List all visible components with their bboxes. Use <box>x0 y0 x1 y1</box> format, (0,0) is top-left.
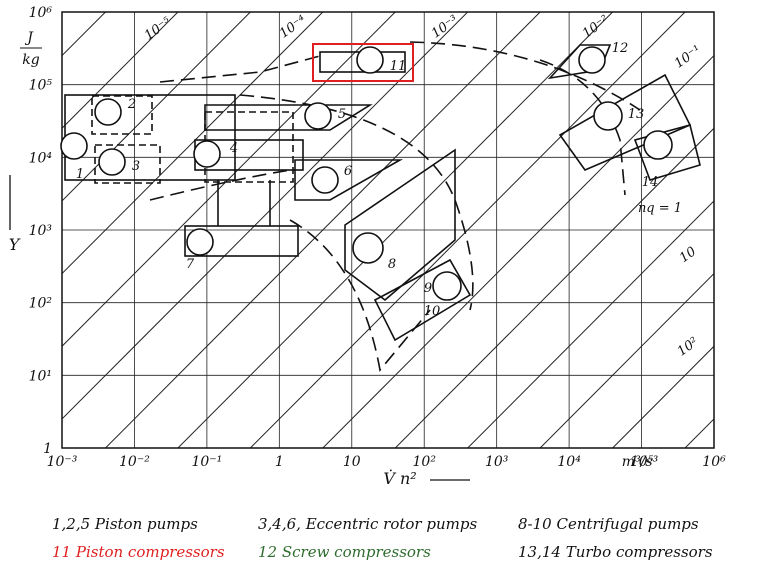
region-14 <box>633 124 701 181</box>
region-number-14: 14 <box>642 175 659 190</box>
region-number-8: 8 <box>388 257 396 272</box>
envelope-lower <box>289 219 431 372</box>
x-tick-7: 10⁴ <box>557 454 581 470</box>
symbol-8 <box>352 232 384 264</box>
x-tick-2: 10⁻¹ <box>191 454 222 470</box>
x-tick-5: 10² <box>413 454 437 470</box>
symbol-4 <box>193 140 221 168</box>
x-axis-label: V̇ n² <box>383 469 416 488</box>
x-tick-4: 10 <box>343 454 361 470</box>
y-tick-4: 10⁴ <box>29 150 53 166</box>
y-unit-num: J <box>24 30 34 46</box>
legend-centrifugal-pumps: 8-10 Centrifugal pumps <box>518 515 699 533</box>
region-number-7: 7 <box>186 257 195 272</box>
symbol-13 <box>593 101 623 131</box>
legend: 1,2,5 Piston pumps 3,4,6, Eccentric roto… <box>0 515 769 565</box>
envelope-centrifugal <box>239 94 474 311</box>
legend-eccentric-pumps: 3,4,6, Eccentric rotor pumps <box>258 515 478 533</box>
region-number-2: 2 <box>127 97 136 112</box>
legend-piston-pumps: 1,2,5 Piston pumps <box>52 515 198 533</box>
symbol-3 <box>98 148 126 176</box>
region-number-1: 1 <box>76 167 84 182</box>
envelope-upper <box>159 41 641 111</box>
diag-label-4: 10⁻¹ <box>672 43 704 72</box>
diag-line-9 <box>62 12 469 420</box>
machine-symbols <box>60 46 673 301</box>
x-tick-6: 10³ <box>485 454 509 470</box>
region-number-10: 10 <box>424 304 441 319</box>
x-tick-8: 10⁵ <box>630 454 654 470</box>
diag-line-17 <box>611 345 714 448</box>
region-number-11: 11 <box>390 59 407 74</box>
diag-line-12 <box>249 12 686 448</box>
envelope-turbo <box>539 59 626 196</box>
y-tick-1: 10¹ <box>29 368 52 384</box>
symbol-1 <box>60 132 88 160</box>
y-tick-5: 10⁵ <box>29 78 53 94</box>
y-tick-3: 10³ <box>29 223 53 239</box>
diag-line-16 <box>539 272 714 448</box>
symbol-7 <box>186 228 214 256</box>
symbol-2 <box>94 98 122 126</box>
grid <box>62 12 714 448</box>
y-tick-2: 10² <box>29 296 53 312</box>
region-number-13: 13 <box>628 107 645 122</box>
envelope-left <box>149 169 291 201</box>
specific-speed-lines <box>62 12 769 492</box>
legend-screw-compressors: 12 Screw compressors <box>258 543 431 561</box>
y-tick-6: 10⁶ <box>29 5 53 21</box>
x-unit: m³/s³ <box>622 454 659 470</box>
legend-turbo-compressors: 13,14 Turbo compressors <box>518 543 713 561</box>
region-12 <box>547 44 612 80</box>
region-6 <box>294 159 404 201</box>
plot-frame <box>61 11 715 449</box>
diag-label-5: nq = 1 <box>638 201 682 216</box>
diag-label-2: 10⁻³ <box>429 13 461 42</box>
y-axis-label: Y <box>9 235 21 254</box>
diag-line-6 <box>62 12 251 202</box>
region-2 <box>91 95 153 135</box>
pump-compressor-diagram: 1 10¹ 10² 10³ 10⁴ 10⁵ 10⁶ 10⁻³ 10⁻² 10⁻¹ 1 10 10² 10³… <box>9 5 769 492</box>
y-unit-den: kg <box>22 52 39 68</box>
diag-label-1: 10⁻⁴ <box>277 13 309 42</box>
diag-label-7: 10² <box>675 335 701 360</box>
diag-line-7 <box>62 12 324 275</box>
diag-line-14 <box>394 127 714 448</box>
x-tick-1: 10⁻² <box>119 454 150 470</box>
x-tick-3: 1 <box>275 454 284 470</box>
diag-line-15 <box>466 200 714 448</box>
diag-line-8 <box>62 12 396 347</box>
diag-line-13 <box>322 54 714 448</box>
region-7 <box>184 225 299 257</box>
region-number-4: 4 <box>229 141 238 156</box>
region-number-6: 6 <box>344 164 352 179</box>
region-number-3: 3 <box>132 159 140 174</box>
y-tick-0: 1 <box>43 441 52 457</box>
symbol-12 <box>578 46 606 74</box>
region-13 <box>558 73 692 171</box>
region-8 <box>344 148 456 302</box>
diag-line-10 <box>104 12 541 448</box>
symbol-5 <box>304 102 332 130</box>
region-number-5: 5 <box>338 107 346 122</box>
region-9-10 <box>373 258 472 342</box>
symbol-6 <box>311 166 339 194</box>
region-number-12: 12 <box>612 41 629 56</box>
diag-label-0: 10⁻⁵ <box>142 14 175 43</box>
diag-line-19 <box>714 12 769 492</box>
diag-line-18 <box>684 418 714 448</box>
symbol-14 <box>643 130 673 160</box>
legend-piston-compressors: 11 Piston compressors <box>52 543 225 561</box>
x-tick-0: 10⁻³ <box>47 454 78 470</box>
highlight-piston-compressor <box>312 43 414 82</box>
region-number-9: 9 <box>424 281 432 296</box>
region-3 <box>94 144 161 184</box>
symbol-11 <box>356 46 384 74</box>
x-tick-9: 10⁶ <box>702 454 726 470</box>
diag-line-5 <box>62 12 179 129</box>
symbol-10 <box>432 271 462 301</box>
diag-label-6: 10 <box>677 244 699 266</box>
